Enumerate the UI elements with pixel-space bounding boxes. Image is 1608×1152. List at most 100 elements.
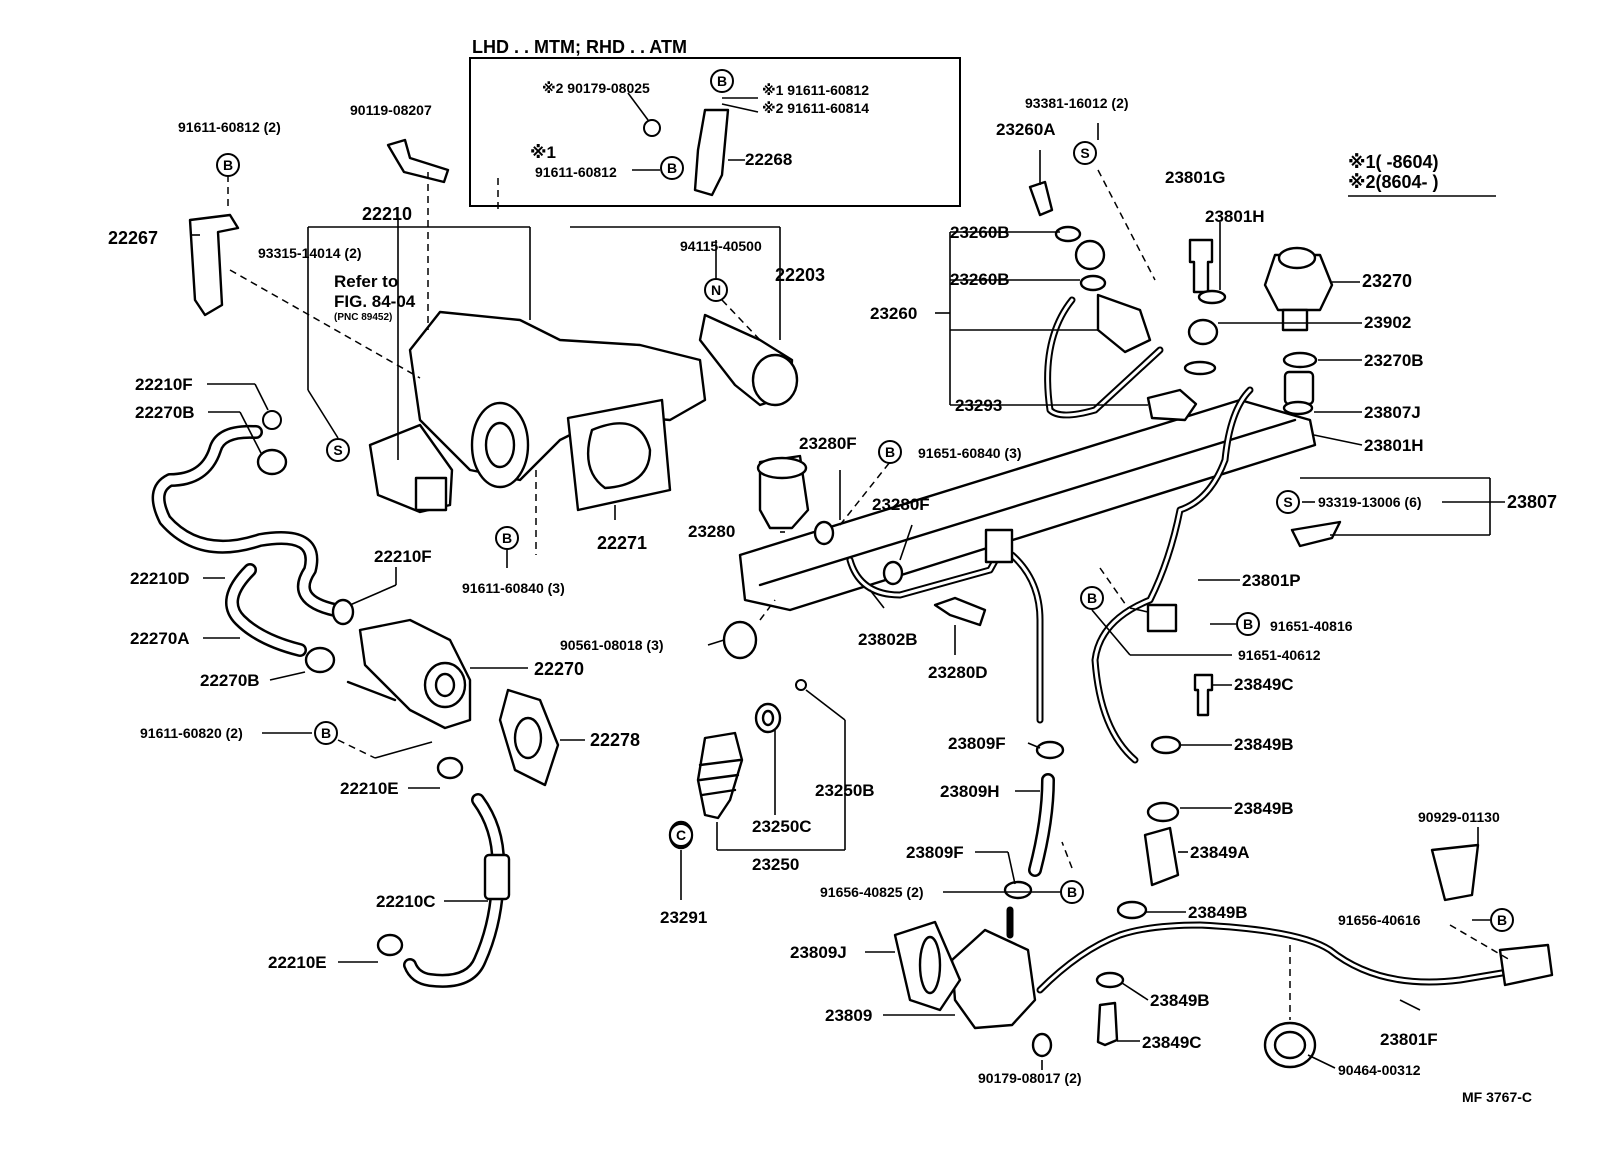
label-23250: 23250 [752, 855, 799, 874]
symbol-b-10: B [1490, 908, 1514, 932]
hose-sleeve-icon [483, 853, 511, 901]
symbol-b-3: B [660, 156, 684, 180]
label-22210C: 22210C [376, 892, 436, 911]
symbol-s-2: S [1073, 141, 1097, 165]
label-22270B-b: 22270B [200, 671, 260, 690]
label-23802B: 23802B [858, 630, 918, 649]
rail-bracket-icon [984, 528, 1014, 564]
label-23280F-a: 23280F [799, 434, 857, 453]
label-93315-14014-2: 93315-14014 (2) [258, 245, 362, 261]
damper-stem-icon [1281, 308, 1309, 332]
label-90464-00312: 90464-00312 [1338, 1062, 1421, 1078]
label-22271: 22271 [597, 533, 647, 553]
symbol-s-label-3: S [1283, 494, 1292, 510]
inset-label-2: ※1 91611-60812 [762, 82, 869, 98]
left-hose-assembly [151, 383, 585, 988]
gasket-23849B-b-icon [1146, 801, 1180, 823]
label-22270: 22270 [534, 659, 584, 679]
clamp-22210E-a-icon [436, 756, 464, 780]
plug-90561-icon [722, 620, 758, 660]
label-90561-08018-3: 90561-08018 (3) [560, 637, 664, 653]
label-23801G: 23801G [1165, 168, 1226, 187]
bolt-23260A-icon [1028, 180, 1054, 217]
symbol-b-label-3: B [667, 160, 677, 176]
label-22203: 22203 [775, 265, 825, 285]
bolt-23801G-icon [1188, 238, 1214, 294]
inset-label-3: ※2 91611-60814 [762, 100, 869, 116]
label-23849C-a: 23849C [1234, 675, 1294, 694]
symbol-b-label-7: B [1087, 590, 1097, 606]
filter-23849A-icon [1143, 826, 1180, 887]
symbol-b-7: B [1080, 586, 1104, 610]
inset-bracket-icon [693, 108, 730, 197]
label-23809F-b: 23809F [906, 843, 964, 862]
clamp-22270B-a-icon [256, 448, 288, 476]
symbol-circles: B B B N S B B S B S B B C B B [216, 69, 1514, 932]
bolt-23849C-a-icon [1193, 673, 1214, 717]
label-93319-13006-6: 93319-13006 (6) [1318, 494, 1422, 510]
symbol-b-label-5: B [321, 725, 331, 741]
gasket-23801H-b-icon [1282, 400, 1314, 416]
label-23809F-a: 23809F [948, 734, 1006, 753]
bolt-90119-icon [386, 138, 450, 184]
oring-23250B-icon [795, 679, 807, 691]
gasket-23293-icon [1146, 388, 1198, 422]
label-22210F-a: 22210F [135, 375, 193, 394]
pipe-end-icon [1498, 943, 1554, 987]
symbol-b-6: B [878, 440, 902, 464]
label-23849B-b: 23849B [1234, 799, 1294, 818]
label-23849B-c: 23849B [1188, 903, 1248, 922]
oring-23280F-a-icon [813, 520, 835, 546]
label-22267: 22267 [108, 228, 158, 248]
symbol-s-1: S [326, 438, 350, 462]
label-23260B-b: 23260B [950, 270, 1010, 289]
gasket-23260B-a-icon [1054, 225, 1082, 243]
part-labels: 91611-60812 (2) 90119-08207 22210 22267 … [108, 95, 1557, 1105]
clamp-22210F-b-icon [331, 598, 355, 626]
label-23280: 23280 [688, 522, 735, 541]
clamp-22210F-a-icon [262, 410, 282, 430]
bracket-91651-icon [1146, 603, 1178, 633]
inset-label-5: 91611-60812 [535, 164, 617, 180]
label-23280F-b: 23280F [872, 495, 930, 514]
gasket-23270B-icon [1282, 351, 1318, 369]
gasket-23260B-b-icon [1079, 274, 1107, 292]
symbol-b-label-4: B [502, 530, 512, 546]
union-23902-icon [1187, 318, 1219, 346]
symbol-b-label-6: B [885, 444, 895, 460]
fuel-pump-assembly [865, 673, 1554, 1070]
label-23807: 23807 [1507, 492, 1557, 512]
label-23801F: 23801F [1380, 1030, 1438, 1049]
label-90119-08207: 90119-08207 [350, 102, 432, 118]
label-23260B-a: 23260B [950, 223, 1010, 242]
symbol-b-9: B [1060, 880, 1084, 904]
symbol-n-1: N [704, 278, 728, 302]
label-23260A: 23260A [996, 120, 1056, 139]
bracket-22267-icon [188, 213, 240, 317]
inset-title: LHD . . MTM; RHD . . ATM [472, 37, 687, 57]
label-23849A: 23849A [1190, 843, 1250, 862]
gasket-23902-icon [1183, 360, 1217, 376]
label-91656-40825-2: 91656-40825 (2) [820, 884, 924, 900]
gasket-23849B-d-icon [1095, 971, 1125, 989]
fitting-23807J-icon [1283, 370, 1315, 406]
label-23270B: 23270B [1364, 351, 1424, 370]
symbol-b-4: B [495, 526, 519, 550]
legend: ※1( -8604) ※2(8604- ) [1348, 152, 1496, 197]
pipe-return-icon [1008, 551, 1044, 724]
gasket-23849B-a-icon [1150, 735, 1182, 755]
clamp-22210E-b-icon [376, 933, 404, 957]
clamp-23809F-b-icon [1003, 880, 1033, 900]
label-91651-60840-3: 91651-60840 (3) [918, 445, 1022, 461]
label-90929-01130: 90929-01130 [1418, 809, 1500, 825]
injector-23250-icon [696, 731, 744, 820]
label-23270: 23270 [1362, 271, 1412, 291]
label-23807J: 23807J [1364, 403, 1421, 422]
label-23801H-a: 23801H [1205, 207, 1265, 226]
label-22270B-a: 22270B [135, 403, 195, 422]
symbol-b-label-1: B [223, 157, 233, 173]
inset-label-6: 22268 [745, 150, 792, 169]
gasket-22271-icon [566, 398, 672, 512]
label-94115-40500: 94115-40500 [680, 238, 762, 254]
